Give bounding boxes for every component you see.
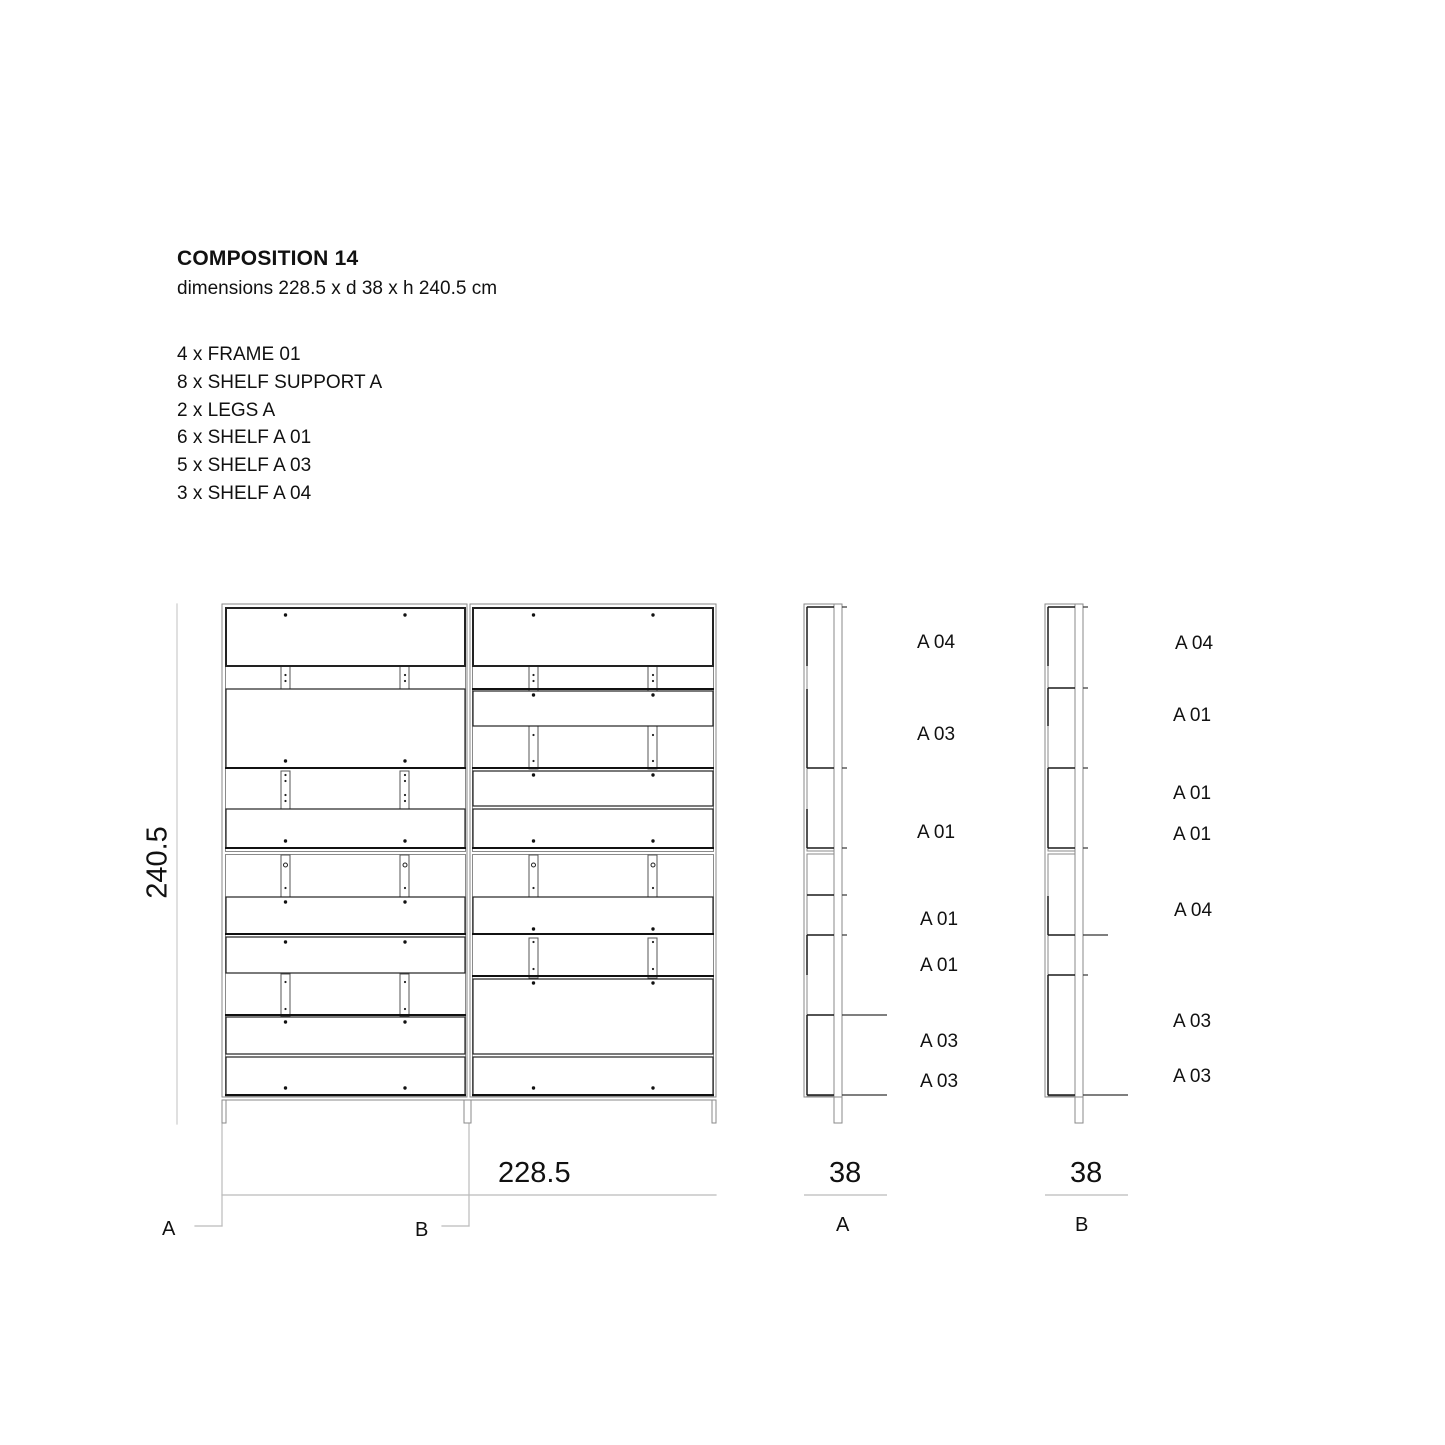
parts-list-item: 4 x FRAME 01	[177, 344, 301, 365]
shelf-label: A 01	[1173, 783, 1212, 804]
parts-list-item: 3 x SHELF A 04	[177, 482, 312, 504]
shelf-label: A 03	[917, 724, 956, 745]
depth-dimension-label-a: 38	[829, 1157, 862, 1189]
parts-list-item: 8 x SHELF SUPPORT A	[177, 371, 383, 393]
shelf-label: A 03	[1173, 1011, 1212, 1032]
parts-list: 4 x FRAME 01 8 x SHELF SUPPORT A 2 x LEG…	[177, 341, 382, 508]
depth-dimension-label-b: 38	[1070, 1157, 1103, 1189]
right-column-shelves	[472, 607, 714, 1096]
shelf-label: A 01	[917, 822, 956, 843]
parts-list-item: 6 x SHELF A 01	[177, 427, 312, 449]
shelf-label: A 04	[917, 632, 956, 653]
front-view	[176, 603, 717, 1227]
side-view-b-label: B	[1075, 1214, 1089, 1236]
shelf-label: A 03	[1173, 1066, 1212, 1087]
shelf-label: A 04	[1174, 900, 1213, 921]
side-view-a-label: A	[836, 1214, 850, 1236]
left-column-shelves	[225, 607, 466, 1096]
shelf-label: A 04	[1175, 633, 1214, 654]
section-marker-b: B	[415, 1219, 429, 1241]
shelf-label: A 01	[1173, 824, 1212, 845]
composition-title: COMPOSITION 14	[177, 247, 359, 270]
side-view-a	[803, 603, 887, 1196]
parts-list-item: 5 x SHELF A 03	[177, 455, 312, 477]
section-marker-a: A	[162, 1218, 176, 1240]
shelf-label: A 01	[920, 909, 959, 930]
side-view-b	[1044, 603, 1128, 1196]
height-dimension-label: 240.5	[141, 826, 174, 899]
composition-dimensions: dimensions 228.5 x d 38 x h 240.5 cm	[177, 278, 498, 299]
shelf-label: A 03	[920, 1031, 959, 1052]
parts-list-item: 2 x LEGS A	[177, 399, 276, 421]
shelf-label: A 01	[1173, 705, 1212, 726]
shelf-label: A 03	[920, 1071, 959, 1092]
shelf-label: A 01	[920, 955, 959, 976]
width-dimension-label: 228.5	[498, 1157, 571, 1189]
